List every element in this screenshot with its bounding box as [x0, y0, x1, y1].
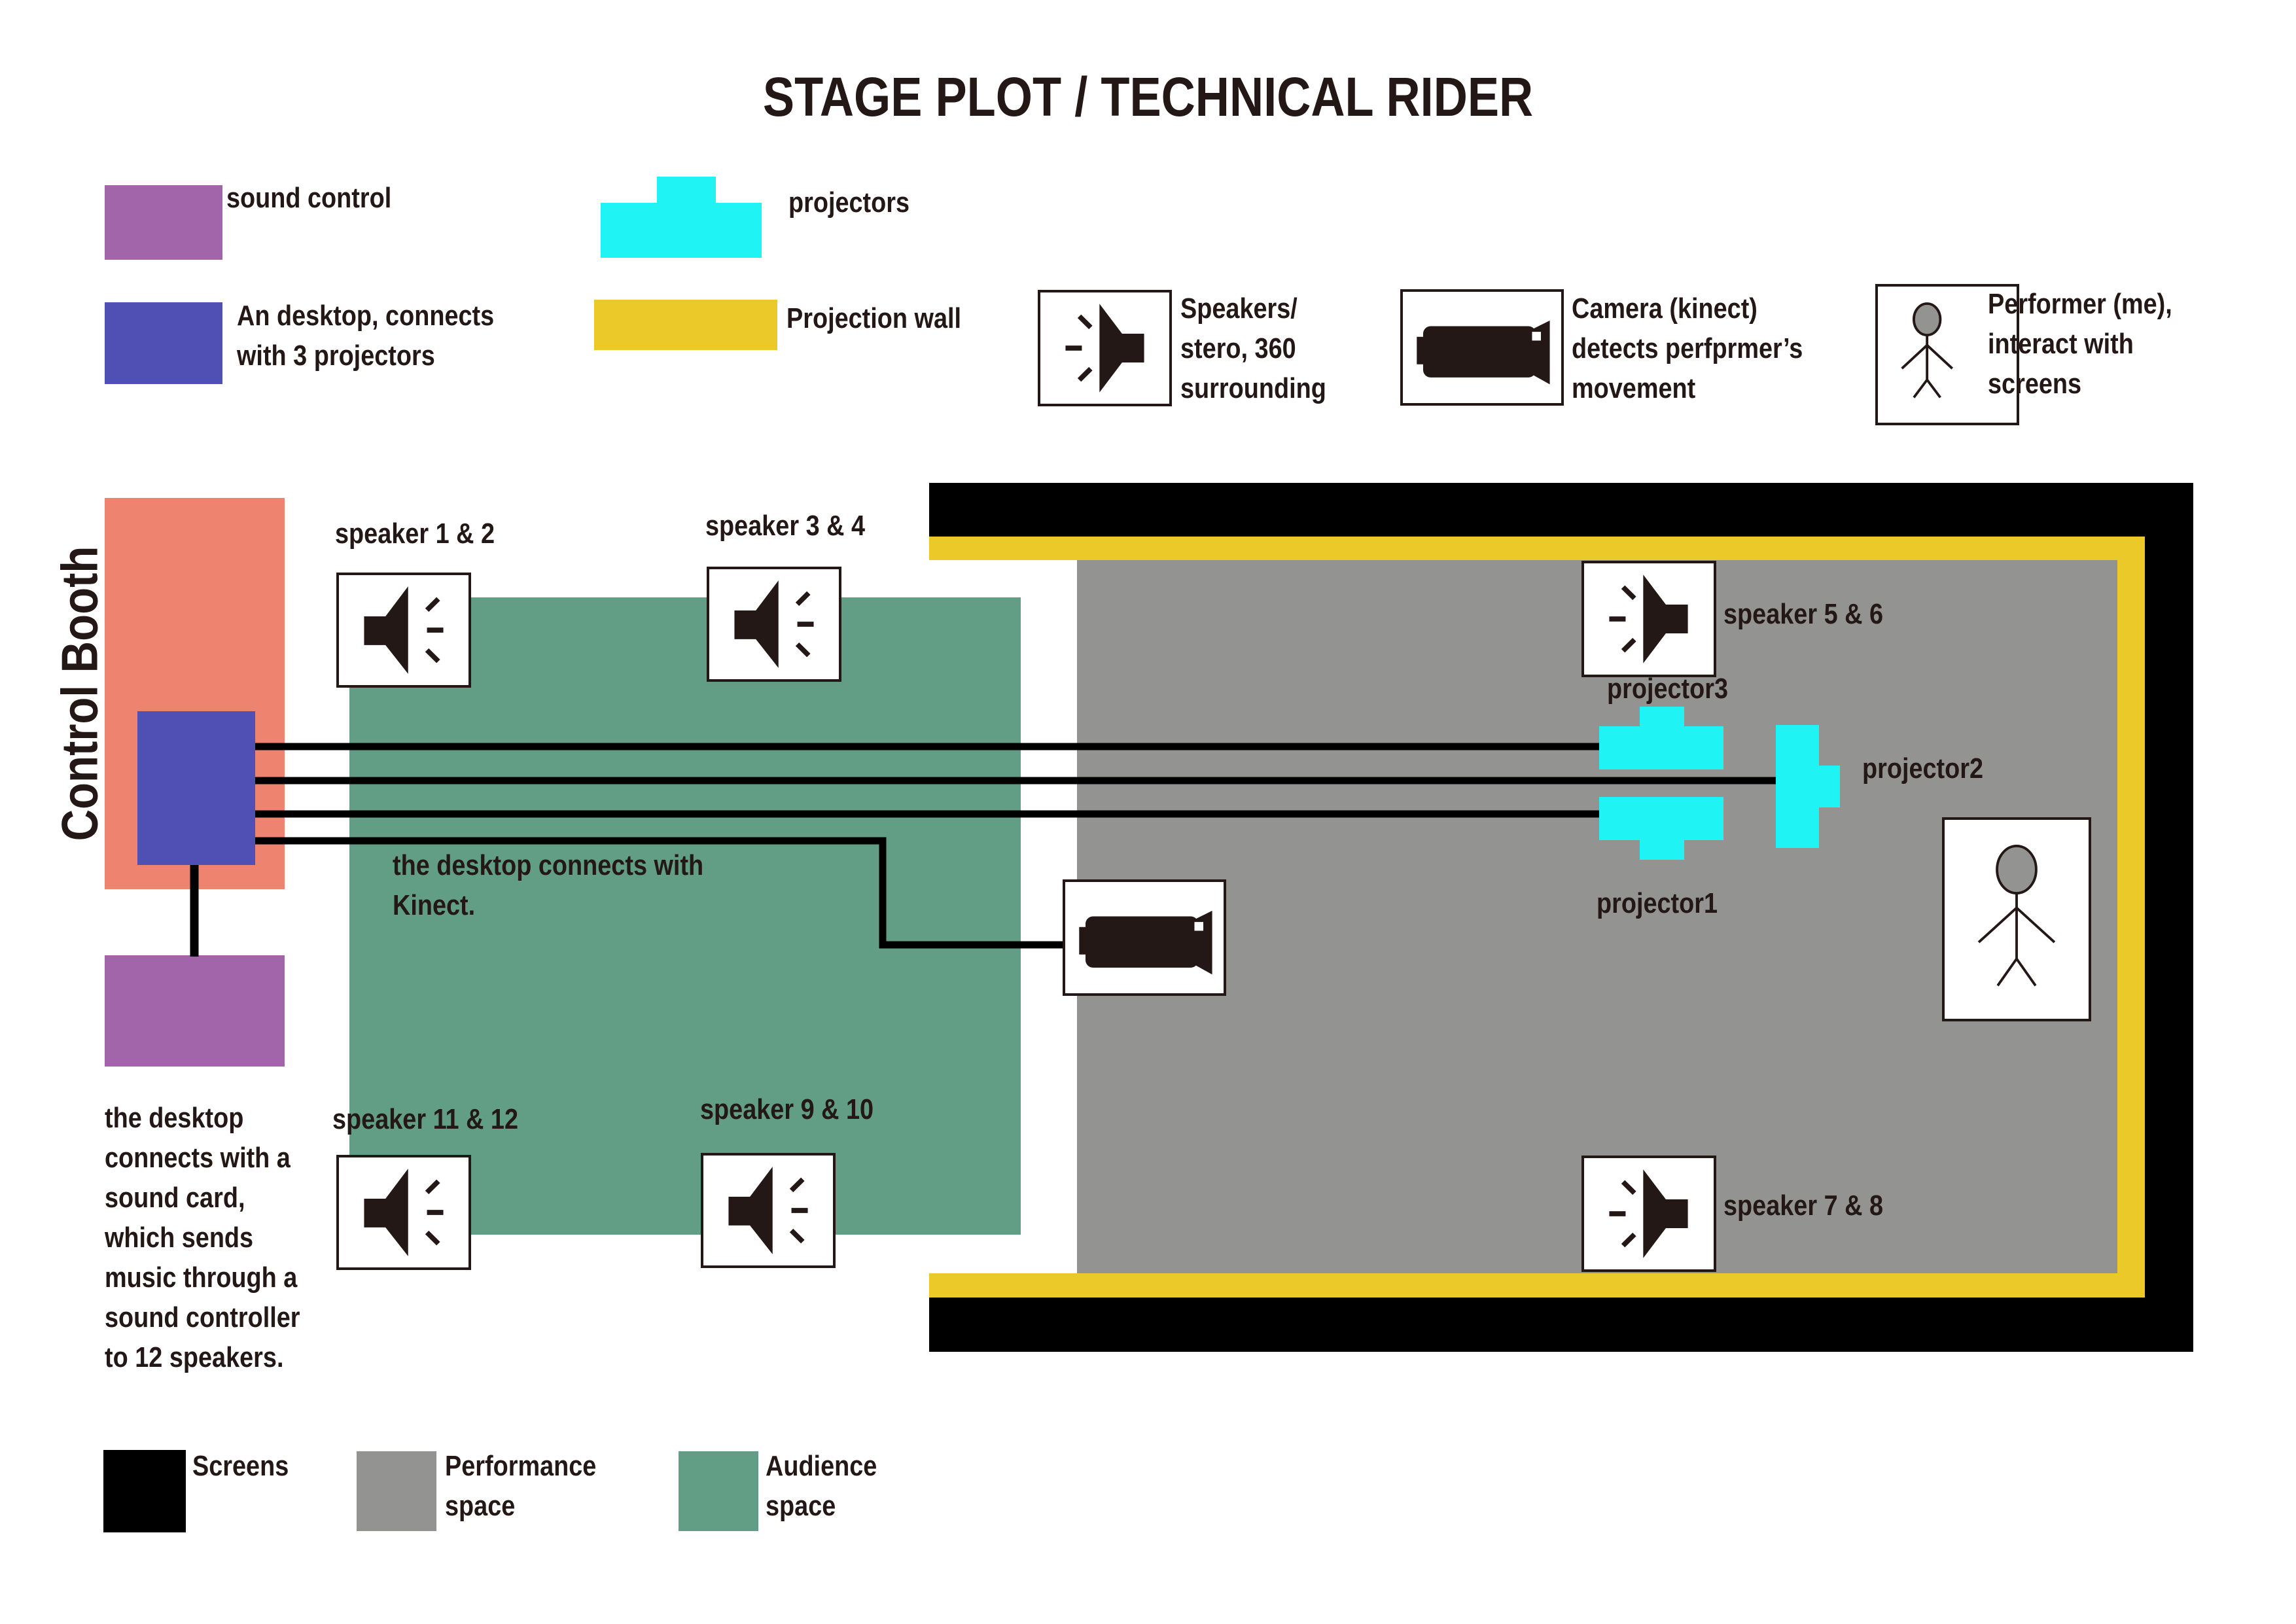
legend-label-screens: Screens: [192, 1450, 289, 1482]
sound-note-line4: which sends: [105, 1222, 254, 1254]
legend-swatch-sound-control: [105, 185, 222, 260]
legend-speaker-icon: [1038, 290, 1172, 406]
kinect-note-line2: Kinect.: [393, 889, 476, 921]
speaker-1-2-icon: [336, 573, 471, 688]
screen-right: [2145, 483, 2193, 1352]
speaker-7-8-label: speaker 7 & 8: [1723, 1190, 1884, 1222]
performer-icon: [1942, 817, 2091, 1021]
projector3-label: projector3: [1607, 673, 1729, 705]
legend-label-performer-line3: screens: [1988, 368, 2082, 400]
sound-note-line2: connects with a: [105, 1142, 291, 1174]
legend-label-audience-line1: Audience: [766, 1450, 877, 1482]
speaker-7-8-icon: [1581, 1156, 1716, 1272]
speaker-9-10-icon: [701, 1153, 836, 1268]
projection-wall-bottom: [929, 1273, 2145, 1297]
legend-swatch-desktop: [105, 302, 222, 384]
screen-top: [929, 483, 2193, 537]
speaker-5-6-label: speaker 5 & 6: [1723, 598, 1884, 630]
legend-label-performer-line2: interact with: [1988, 328, 2134, 360]
screen-bottom: [929, 1297, 2193, 1352]
sound-note-line3: sound card,: [105, 1182, 245, 1214]
kinect-camera-icon: [1063, 879, 1226, 996]
speaker-9-10-label: speaker 9 & 10: [700, 1093, 874, 1125]
legend-label-desktop-line2: with 3 projectors: [237, 340, 435, 372]
legend-label-camera-line1: Camera (kinect): [1572, 292, 1757, 325]
projector1-label: projector1: [1597, 887, 1718, 919]
legend-performer-icon: [1875, 284, 2019, 425]
sound-note-line1: the desktop: [105, 1102, 244, 1134]
speaker-3-4-icon: [707, 567, 841, 682]
legend-label-camera-line3: movement: [1572, 372, 1696, 404]
projector2-icon: [1776, 725, 1840, 848]
legend-swatch-performance: [357, 1451, 436, 1531]
projection-wall-right: [2117, 537, 2145, 1297]
audience-space: [349, 597, 1021, 1235]
legend-label-projectors: projectors: [788, 186, 910, 219]
page-title: STAGE PLOT / TECHNICAL RIDER: [762, 66, 1534, 128]
legend-label-performance-line2: space: [445, 1490, 516, 1522]
speaker-11-12-icon: [336, 1155, 471, 1270]
legend-projector-icon: [601, 177, 762, 258]
legend-label-sound-control: sound control: [226, 182, 392, 214]
legend-label-performance-line1: Performance: [445, 1450, 597, 1482]
projector3-icon: [1599, 707, 1723, 769]
projector1-icon: [1599, 797, 1723, 860]
legend-label-projection-wall: Projection wall: [786, 302, 962, 334]
legend-swatch-projection-wall: [594, 300, 777, 350]
legend-camera-icon: [1400, 289, 1564, 406]
kinect-note-line1: the desktop connects with: [393, 849, 704, 881]
legend-swatch-screens: [103, 1450, 186, 1532]
speaker-1-2-label: speaker 1 & 2: [335, 518, 495, 550]
legend-swatch-audience: [679, 1451, 758, 1531]
legend-label-desktop-line1: An desktop, connects: [237, 300, 495, 332]
sound-note-line5: music through a: [105, 1262, 298, 1294]
legend-label-speakers-line1: Speakers/: [1180, 292, 1298, 325]
desktop-computer: [137, 711, 255, 865]
speaker-11-12-label: speaker 11 & 12: [332, 1103, 519, 1135]
legend-label-speakers-line2: stero, 360: [1180, 332, 1296, 364]
sound-note-line6: sound controller: [105, 1301, 300, 1333]
projector2-label: projector2: [1862, 752, 1984, 785]
legend-label-audience-line2: space: [766, 1490, 836, 1522]
sound-note-line7: to 12 speakers.: [105, 1341, 284, 1373]
speaker-3-4-label: speaker 3 & 4: [705, 510, 866, 542]
legend-label-camera-line2: detects perfprmer’s: [1572, 332, 1803, 364]
speaker-5-6-icon: [1581, 561, 1716, 677]
sound-controller: [105, 955, 285, 1067]
legend-label-performer-line1: Performer (me),: [1988, 288, 2172, 320]
projection-wall-top: [929, 537, 2145, 560]
legend-label-speakers-line3: surrounding: [1180, 372, 1326, 404]
